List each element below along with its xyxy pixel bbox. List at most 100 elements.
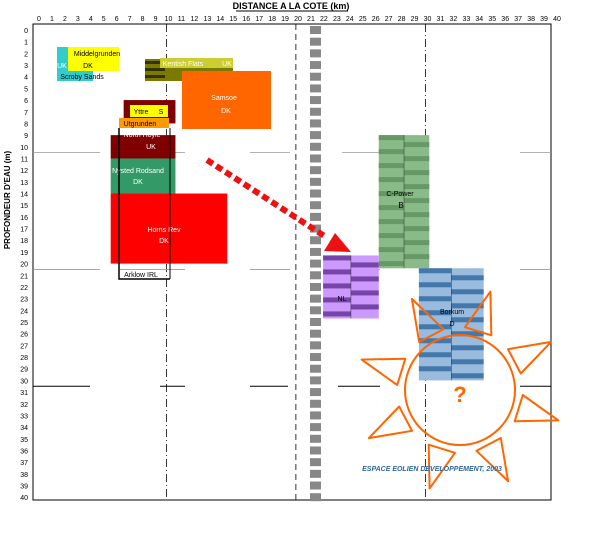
x-tick-label: 32 [450,16,458,23]
site-label-arklow: Arklow IRL [124,272,158,279]
y-tick-label: 15 [20,203,28,210]
site-borkum-stripe [418,268,452,274]
shipping-lane-stripe [310,282,321,291]
y-tick-label: 24 [20,308,28,315]
site-label-scroby: Scroby Sands [60,74,104,81]
shipping-lane-stripe [310,399,321,408]
chart-title: DISTANCE A LA COTE (km) [233,1,350,11]
x-tick-label: 9 [154,16,158,23]
y-tick-label: 4 [24,75,28,82]
shipping-lane-stripe [310,493,321,502]
site-c-power-stripe [378,261,405,267]
y-tick-label: 18 [20,238,28,245]
x-tick-label: 6 [115,16,119,23]
shipping-lane-stripe [310,388,321,397]
x-tick-label: 11 [178,16,185,23]
shipping-lane-stripe [310,364,321,373]
x-tick-label: 13 [203,16,211,23]
site-middelgrunden [68,47,119,71]
x-tick-label: 30 [424,16,432,23]
y-tick-label: 32 [20,402,28,409]
sun-symbol [360,290,560,490]
shipping-lane-stripe [310,376,321,385]
site-nl-stripe [323,283,351,289]
x-tick-label: 22 [320,16,328,23]
site-country-nl: NL [338,296,347,303]
x-tick-label: 1 [50,16,54,23]
shipping-lane-stripe [310,353,321,362]
x-tick-label: 21 [307,16,315,23]
x-tick-label: 5 [102,16,106,23]
site-label-yttre: Yttre [134,109,149,116]
x-tick-label: 19 [281,16,289,23]
site-borkum-stripe [418,296,452,302]
x-tick-label: 10 [165,16,173,23]
y-tick-label: 0 [24,28,28,35]
trend-arrow-head [324,233,351,252]
y-tick-label: 38 [20,472,28,479]
site-borkum-stripe [451,317,484,323]
shipping-lane-stripe [310,271,321,280]
site-c-power-stripe [404,254,430,260]
y-tick-label: 19 [20,250,28,257]
x-tick-label: 23 [333,16,341,23]
x-tick-label: 20 [294,16,302,23]
y-tick-label: 23 [20,297,28,304]
site-label-samsoe: Samsoe [211,95,237,102]
site-borkum-stripe [418,282,452,288]
site-nl-stripe [350,262,379,268]
shipping-lane-stripe [310,107,321,116]
sun-ray [410,297,445,343]
x-tick-label: 37 [514,16,522,23]
shipping-lane-stripe [310,247,321,256]
credit-label: ESPACE EOLIEN DEVELOPPEMENT, 2003 [362,466,502,473]
shipping-lane-stripe [310,411,321,420]
site-label-utgrunden: Utgrunden [124,121,157,128]
y-tick-label: 11 [21,156,28,163]
y-tick-label: 5 [24,86,28,93]
shipping-lane-stripe [310,49,321,58]
site-arklow [118,128,170,280]
site-borkum-stripe [451,303,484,309]
site-country-horns-rev: DK [159,238,169,245]
site-scroby [57,47,68,71]
site-borkum-stripe [451,289,484,295]
shipping-lane-stripe [310,212,321,221]
x-tick-label: 7 [128,16,132,23]
shipping-lane-stripe [310,96,321,105]
site-nysted [110,158,176,194]
y-tick-label: 22 [20,285,28,292]
shipping-lane-stripe [310,166,321,175]
y-tick-label: 2 [24,51,28,58]
site-borkum-stripe [418,310,452,316]
x-tick-label: 24 [346,16,354,23]
site-label-middelgrunden: Middelgrunden [74,51,120,58]
site-country-borkum: D [449,321,454,328]
sun-ray [475,437,510,483]
site-c-power-stripe [378,233,405,239]
x-tick-label: 28 [398,16,406,23]
site-country-c-power: B [398,201,403,210]
trend-arrow-line [205,157,328,240]
site-country-middelgrunden: DK [83,63,93,70]
shipping-lane-stripe [310,142,321,151]
sun-disc [404,334,516,446]
y-tick-label: 8 [24,121,28,128]
x-tick-label: 33 [462,16,470,23]
site-samsoe [182,71,271,129]
x-tick-label: 17 [255,16,263,23]
x-tick-label: 2 [63,16,67,23]
y-tick-labels: 0123456789101112131415161718192021222324… [20,28,28,502]
shipping-lane-stripe [310,224,321,233]
shipping-lane-stripe [310,201,321,210]
shipping-lane-stripe [310,318,321,326]
site-country-scroby: UK [57,63,67,70]
y-axis-label: PROFONDEUR D'EAU (m) [3,150,12,249]
y-tick-label: 3 [24,63,28,70]
site-country-yttre: S [159,109,164,116]
y-tick-label: 7 [24,110,28,117]
sun-ray [360,357,407,386]
site-borkum-stripe [418,352,452,358]
site-horns-rev [110,193,228,264]
